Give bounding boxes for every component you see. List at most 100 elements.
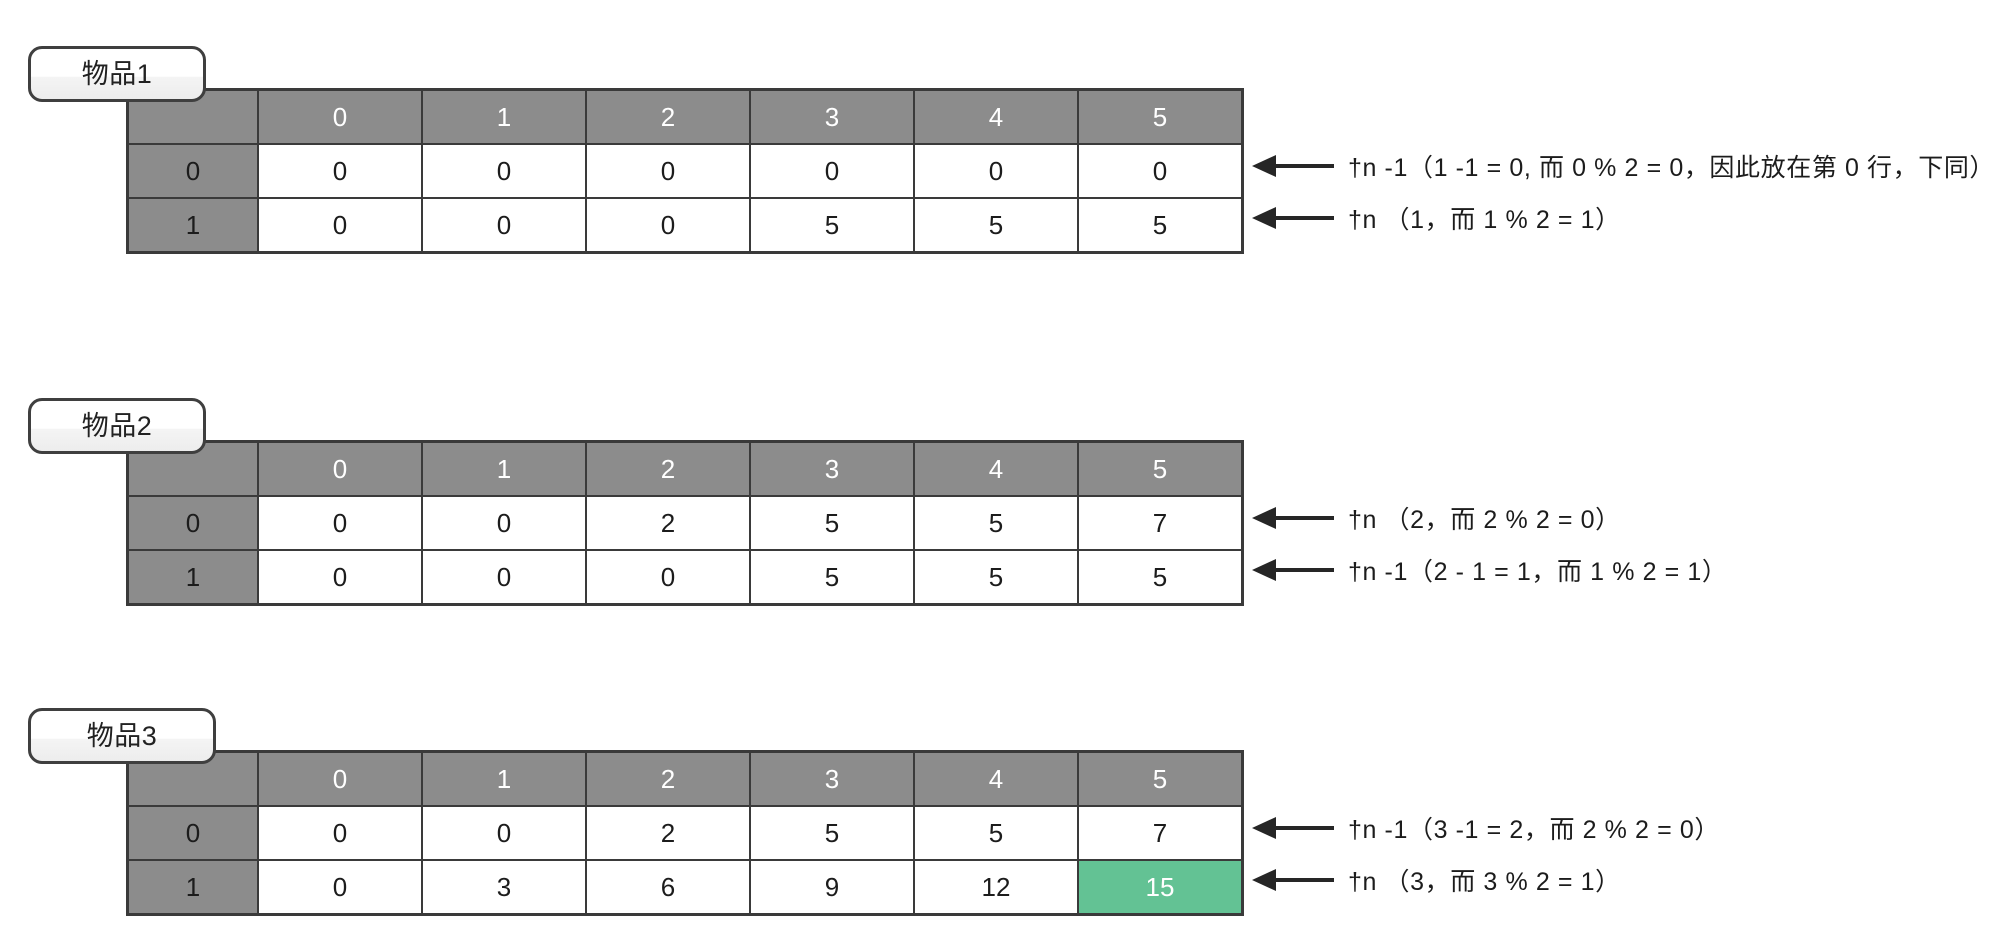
arrow-head bbox=[1252, 559, 1276, 581]
row-annotation: †n -1（1 -1 = 0, 而 0 % 2 = 0，因此放在第 0 行，下同… bbox=[1252, 140, 1995, 192]
row-annotation: †n -1（3 -1 = 2，而 2 % 2 = 0） bbox=[1252, 802, 1720, 854]
table-cell: 5 bbox=[913, 805, 1079, 861]
table-cell: 0 bbox=[257, 549, 423, 606]
column-header-1: 1 bbox=[421, 88, 587, 145]
table-cell: 12 bbox=[913, 859, 1079, 916]
row-header-1: 1 bbox=[126, 859, 259, 916]
arrow-head bbox=[1252, 207, 1276, 229]
table-cell: 5 bbox=[913, 197, 1079, 254]
table-cell: 0 bbox=[585, 549, 751, 606]
row-annotation: †n （1，而 1 % 2 = 1） bbox=[1252, 192, 1621, 244]
table-cell: 5 bbox=[1077, 197, 1244, 254]
annotation-text: †n -1（1 -1 = 0, 而 0 % 2 = 0，因此放在第 0 行，下同… bbox=[1348, 154, 1996, 182]
column-header-5: 5 bbox=[1077, 88, 1244, 145]
column-header-0: 0 bbox=[257, 750, 423, 807]
table-cell: 0 bbox=[421, 143, 587, 199]
row-annotation: †n （3，而 3 % 2 = 1） bbox=[1252, 854, 1621, 906]
column-header-4: 4 bbox=[913, 88, 1079, 145]
annotation-text: †n （3，而 3 % 2 = 1） bbox=[1348, 868, 1621, 896]
table-cell: 0 bbox=[585, 197, 751, 254]
column-header-1: 1 bbox=[421, 750, 587, 807]
column-header-4: 4 bbox=[913, 750, 1079, 807]
left-arrow-icon bbox=[1252, 559, 1334, 581]
table-cell: 0 bbox=[421, 495, 587, 551]
table-cell: 0 bbox=[257, 197, 423, 254]
table-cell: 0 bbox=[585, 143, 751, 199]
arrow-shaft bbox=[1272, 826, 1334, 830]
column-header-0: 0 bbox=[257, 88, 423, 145]
row-annotation: †n -1（2 - 1 = 1，而 1 % 2 = 1） bbox=[1252, 544, 1727, 596]
arrow-head bbox=[1252, 155, 1276, 177]
column-header-5: 5 bbox=[1077, 750, 1244, 807]
arrow-shaft bbox=[1272, 164, 1334, 168]
arrow-shaft bbox=[1272, 216, 1334, 220]
table-cell: 7 bbox=[1077, 495, 1244, 551]
column-header-3: 3 bbox=[749, 750, 915, 807]
column-header-3: 3 bbox=[749, 440, 915, 497]
row-annotation: †n （2，而 2 % 2 = 0） bbox=[1252, 492, 1621, 544]
table-cell: 7 bbox=[1077, 805, 1244, 861]
table-cell: 0 bbox=[257, 805, 423, 861]
table-cell: 0 bbox=[421, 197, 587, 254]
item-label-2: 物品2 bbox=[28, 398, 206, 454]
arrow-shaft bbox=[1272, 568, 1334, 572]
arrow-head bbox=[1252, 507, 1276, 529]
annotation-text: †n -1（3 -1 = 2，而 2 % 2 = 0） bbox=[1348, 816, 1720, 844]
table-cell: 5 bbox=[913, 549, 1079, 606]
table-cell-highlighted: 15 bbox=[1077, 859, 1244, 916]
table-cell: 0 bbox=[913, 143, 1079, 199]
column-header-2: 2 bbox=[585, 440, 751, 497]
table-cell: 5 bbox=[749, 495, 915, 551]
table-cell: 0 bbox=[749, 143, 915, 199]
row-header-0: 0 bbox=[126, 495, 259, 551]
table-cell: 0 bbox=[421, 549, 587, 606]
item-label-3: 物品3 bbox=[28, 708, 216, 764]
left-arrow-icon bbox=[1252, 869, 1334, 891]
table-corner-cell bbox=[126, 440, 259, 497]
column-header-2: 2 bbox=[585, 750, 751, 807]
left-arrow-icon bbox=[1252, 155, 1334, 177]
table-cell: 0 bbox=[421, 805, 587, 861]
annotation-text: †n （1，而 1 % 2 = 1） bbox=[1348, 206, 1621, 234]
table-cell: 5 bbox=[1077, 549, 1244, 606]
left-arrow-icon bbox=[1252, 817, 1334, 839]
row-header-0: 0 bbox=[126, 143, 259, 199]
table-cell: 5 bbox=[749, 805, 915, 861]
table-cell: 2 bbox=[585, 495, 751, 551]
row-header-1: 1 bbox=[126, 549, 259, 606]
table-cell: 6 bbox=[585, 859, 751, 916]
table-cell: 0 bbox=[257, 859, 423, 916]
arrow-head bbox=[1252, 869, 1276, 891]
table-cell: 5 bbox=[749, 197, 915, 254]
left-arrow-icon bbox=[1252, 507, 1334, 529]
table-cell: 5 bbox=[913, 495, 1079, 551]
annotation-text: †n -1（2 - 1 = 1，而 1 % 2 = 1） bbox=[1348, 558, 1728, 586]
row-header-0: 0 bbox=[126, 805, 259, 861]
arrow-shaft bbox=[1272, 516, 1334, 520]
column-header-2: 2 bbox=[585, 88, 751, 145]
table-cell: 5 bbox=[749, 549, 915, 606]
annotation-text: †n （2，而 2 % 2 = 0） bbox=[1348, 506, 1621, 534]
left-arrow-icon bbox=[1252, 207, 1334, 229]
table-cell: 0 bbox=[257, 495, 423, 551]
table-cell: 9 bbox=[749, 859, 915, 916]
table-cell: 0 bbox=[1077, 143, 1244, 199]
row-header-1: 1 bbox=[126, 197, 259, 254]
table-cell: 3 bbox=[421, 859, 587, 916]
arrow-shaft bbox=[1272, 878, 1334, 882]
column-header-3: 3 bbox=[749, 88, 915, 145]
column-header-1: 1 bbox=[421, 440, 587, 497]
column-header-4: 4 bbox=[913, 440, 1079, 497]
column-header-0: 0 bbox=[257, 440, 423, 497]
